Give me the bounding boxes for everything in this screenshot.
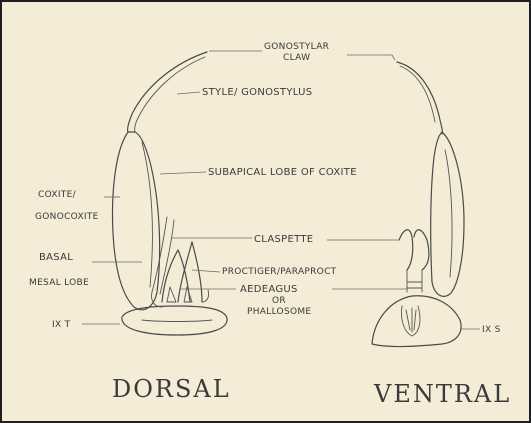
label-dorsal: DORSAL: [112, 375, 231, 403]
ventral-specimen: [372, 62, 464, 347]
label-style-gonostylus: STYLE/ GONOSTYLUS: [202, 87, 312, 98]
label-gonostylar-claw: GONOSTYLAR: [264, 42, 329, 52]
label-mesal-lobe: MESAL LOBE: [29, 278, 89, 288]
label-aedeagus-or: OR: [272, 296, 286, 306]
label-ix-t: IX T: [52, 320, 71, 330]
label-claspette: CLASPETTE: [254, 234, 313, 245]
label-phallosome: PHALLOSOME: [247, 307, 311, 317]
ventral-coxite: [431, 132, 464, 296]
label-gonocoxite: GONOCOXITE: [35, 212, 99, 222]
ix-sternite: [372, 296, 461, 347]
label-gonostylar-claw-2: CLAW: [283, 53, 310, 63]
label-ventral: VENTRAL: [373, 380, 511, 408]
label-subapical-lobe: SUBAPICAL LOBE OF COXITE: [208, 167, 357, 178]
label-aedeagus: AEDEAGUS: [240, 284, 298, 295]
label-proctiger: PROCTIGER/PARAPROCT: [222, 267, 337, 277]
label-coxite: COXITE/: [38, 190, 77, 200]
ventral-gonostylus: [397, 62, 442, 134]
dorsal-gonostylus: [128, 52, 207, 132]
label-basal: BASAL: [39, 252, 73, 263]
label-ix-s: IX S: [482, 325, 501, 335]
